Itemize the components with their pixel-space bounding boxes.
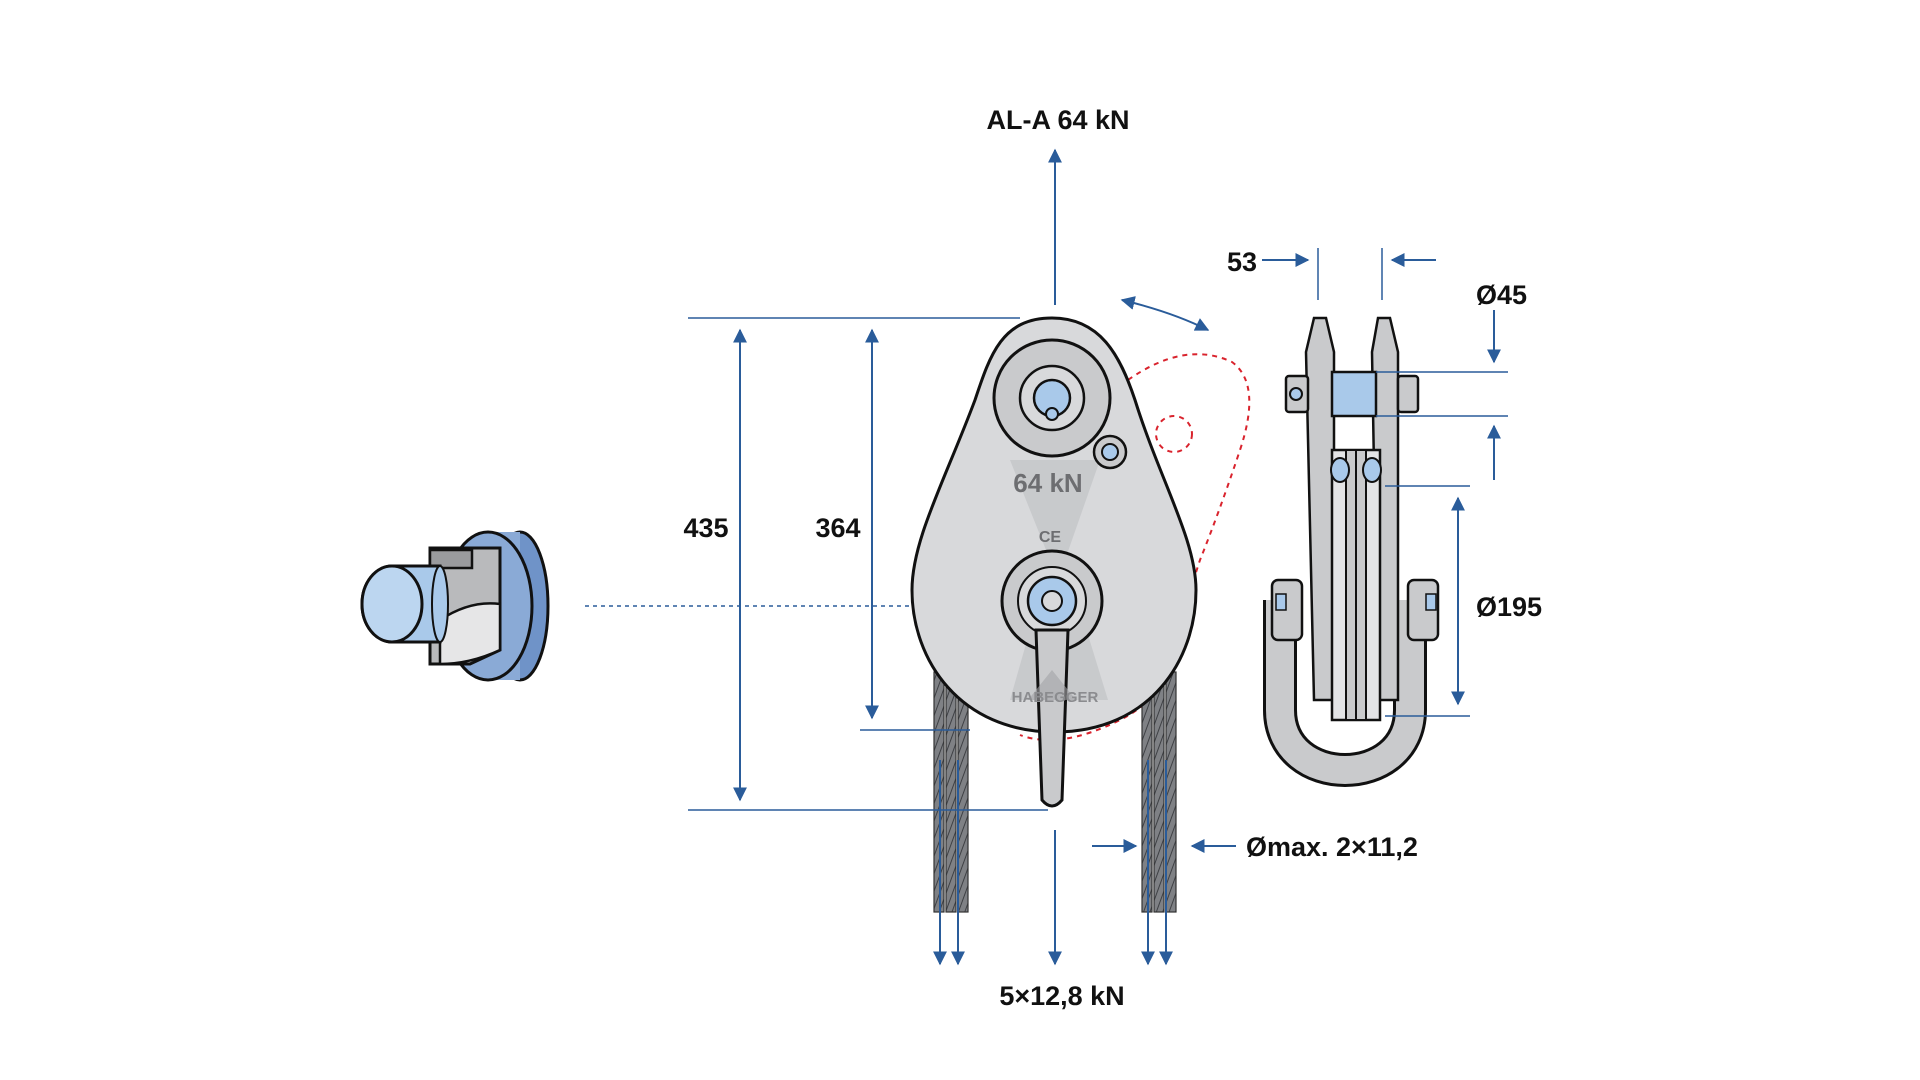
rotation-arrow-icon <box>1120 296 1210 331</box>
adapter-side-view <box>360 530 994 682</box>
swing-path <box>1019 353 1251 741</box>
dim-width: 53 <box>1227 247 1257 277</box>
dim-total-height: 435 <box>683 513 728 543</box>
lever <box>1034 628 1070 808</box>
dim-sheave-diameter: Ø195 <box>1476 592 1542 622</box>
dim-inner-height: 364 <box>815 513 860 543</box>
dimensions <box>688 248 1508 966</box>
title-label: AL-A 64 kN <box>986 105 1129 135</box>
dim-pin-diameter: Ø45 <box>1476 280 1527 310</box>
top-pin <box>1330 370 1378 418</box>
pulley-front-view: 64 kN CE HABEGGER <box>910 316 1198 913</box>
pulley-side-view <box>1263 316 1440 787</box>
ce-marking: CE <box>1039 529 1062 546</box>
dim-rope-diameter: Ømax. 2×11,2 <box>1246 832 1418 862</box>
rating-marking: 64 kN <box>1013 468 1082 498</box>
side-plate-left <box>1304 316 1336 702</box>
brand-marking: HABEGGER <box>1012 689 1099 706</box>
load-label: 5×12,8 kN <box>999 981 1124 1011</box>
